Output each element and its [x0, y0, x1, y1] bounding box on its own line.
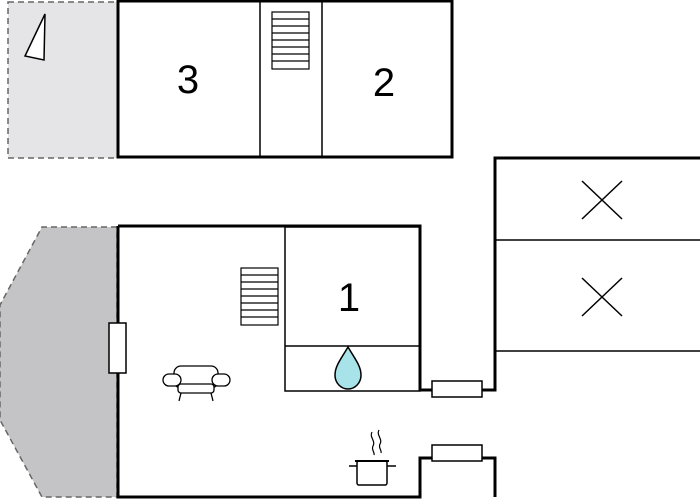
- cooking-pot-icon: [349, 429, 396, 486]
- room-1-number: 1: [338, 276, 360, 320]
- terrace: [0, 226, 118, 498]
- compass-north-icon: [23, 13, 46, 61]
- window-icon: [431, 444, 483, 462]
- room-2-number: 2: [373, 61, 395, 105]
- stairs-icon: [271, 11, 310, 70]
- room-1-outline: [284, 226, 421, 392]
- upper-floor-outline: [116, 0, 454, 159]
- window-icon: [431, 380, 483, 398]
- open-space-cross-icon: [581, 180, 623, 220]
- ground-floor-outline: [116, 224, 432, 499]
- annex-outline: [482, 156, 700, 497]
- stairs-icon: [240, 267, 279, 326]
- window-icon: [108, 322, 127, 374]
- open-space-cross-icon: [581, 277, 623, 317]
- sofa-icon: [162, 365, 231, 402]
- room-3-number: 3: [177, 58, 199, 102]
- shower-drop-icon: [334, 345, 362, 390]
- upper-floor: 3 2: [7, 0, 454, 159]
- ground-floor: 1: [0, 156, 700, 499]
- balcony: [7, 1, 119, 159]
